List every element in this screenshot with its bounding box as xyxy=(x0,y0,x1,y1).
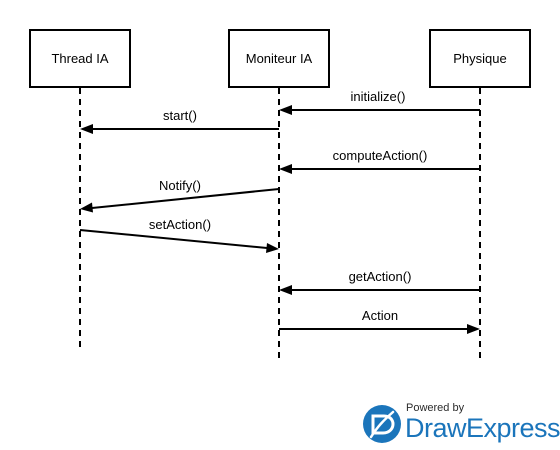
participant-label: Moniteur IA xyxy=(246,51,313,66)
arrowhead xyxy=(467,324,480,334)
arrowhead xyxy=(80,124,93,134)
participant-thread-ia[interactable]: Thread IA xyxy=(29,29,131,88)
message-initialize[interactable]: initialize() xyxy=(279,89,480,115)
message-label: computeAction() xyxy=(333,148,428,163)
message-compute-action[interactable]: computeAction() xyxy=(279,148,480,174)
message-label: Action xyxy=(362,308,398,323)
participant-moniteur-ia[interactable]: Moniteur IA xyxy=(228,29,330,88)
message-label: start() xyxy=(163,108,197,123)
brand-name: DrawExpress xyxy=(405,413,560,443)
drawexpress-logo-icon xyxy=(363,405,401,443)
message-label: setAction() xyxy=(149,217,211,232)
message-label: initialize() xyxy=(351,89,406,104)
message-label: Notify() xyxy=(159,178,201,193)
participant-label: Physique xyxy=(453,51,506,66)
message-set-action[interactable]: setAction() xyxy=(79,217,279,253)
message-get-action[interactable]: getAction() xyxy=(279,269,480,295)
arrowhead xyxy=(80,202,93,213)
drawexpress-watermark: Powered by DrawExpress xyxy=(362,402,560,446)
participant-physique[interactable]: Physique xyxy=(429,29,531,88)
message-label: getAction() xyxy=(349,269,412,284)
arrowhead xyxy=(279,105,292,115)
powered-by-text: Powered by xyxy=(406,402,465,414)
message-start[interactable]: start() xyxy=(80,108,279,134)
arrowhead xyxy=(279,164,292,174)
message-notify[interactable]: Notify() xyxy=(80,178,280,213)
arrowhead xyxy=(279,285,292,295)
message-action[interactable]: Action xyxy=(279,308,480,334)
participant-label: Thread IA xyxy=(51,51,108,66)
arrowhead xyxy=(266,243,279,253)
